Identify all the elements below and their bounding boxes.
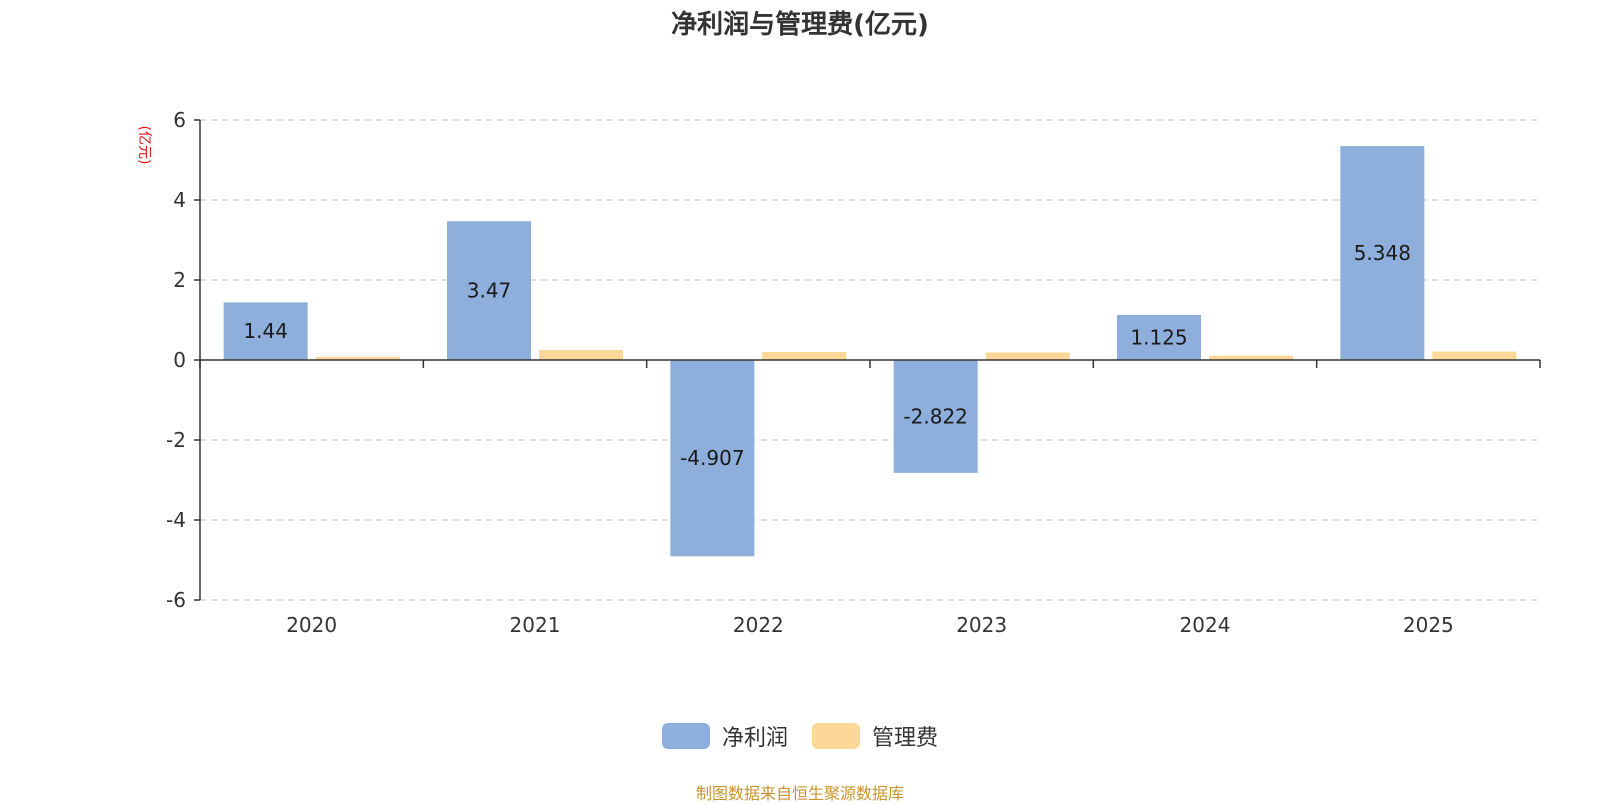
legend-item-admin-expense[interactable]: 管理费 (812, 720, 938, 752)
y-tick-label: 6 (173, 108, 186, 132)
y-tick-label: 2 (173, 268, 186, 292)
axes: -6 -4 -2 0 2 4 6 (亿元) 2020 2021 2022 2023 2024 2025 (136, 108, 1541, 637)
bar-admin-expense (1432, 351, 1517, 360)
data-label: 1.44 (243, 319, 288, 343)
y-tick-label: -4 (166, 508, 186, 532)
bar-admin-expense (1209, 355, 1293, 360)
legend-swatch-admin-expense (812, 723, 860, 749)
data-labels: 1.44 3.47 -4.907 -2.822 1.125 5.348 (243, 241, 1411, 470)
legend-label-net-profit: 净利润 (721, 726, 788, 751)
data-label: -2.822 (903, 404, 967, 428)
x-tick-label: 2025 (1403, 613, 1454, 637)
bar-net-profit (223, 302, 308, 360)
bar-admin-expense (985, 352, 1070, 360)
bar-net-profit (447, 221, 531, 360)
y-tick-label: -6 (166, 588, 186, 612)
bar-net-profit (893, 360, 978, 473)
data-label: -4.907 (680, 446, 744, 470)
x-tick-label: 2021 (510, 613, 561, 637)
x-tick-label: 2020 (286, 613, 337, 637)
x-tick-label: 2024 (1180, 613, 1231, 637)
bar-admin-expense (315, 356, 400, 360)
data-label: 1.125 (1130, 326, 1187, 350)
legend-item-net-profit[interactable]: 净利润 (661, 720, 788, 752)
data-label: 3.47 (467, 279, 512, 303)
legend-swatch-net-profit (661, 723, 710, 749)
y-axis-unit-label: (亿元) (136, 126, 152, 165)
bar-admin-expense (762, 352, 847, 360)
x-tick-label: 2022 (733, 613, 784, 637)
y-tick-label: 4 (173, 188, 186, 212)
bar-net-profit (670, 360, 755, 557)
bar-net-profit (1117, 315, 1201, 360)
gridlines (200, 119, 1540, 601)
data-label: 5.348 (1354, 241, 1411, 265)
bar-admin-expense (539, 350, 623, 360)
legend: 净利润 管理费 (0, 720, 1600, 752)
chart-title: 净利润与管理费(亿元) (671, 10, 929, 40)
source-note: 制图数据来自恒生聚源数据库 (695, 784, 904, 803)
legend-label-admin-expense: 管理费 (872, 726, 939, 751)
bars (223, 146, 1517, 557)
bar-net-profit (1340, 146, 1425, 360)
y-tick-label: -2 (166, 428, 186, 452)
y-tick-label: 0 (173, 348, 186, 372)
x-tick-label: 2023 (956, 613, 1007, 637)
